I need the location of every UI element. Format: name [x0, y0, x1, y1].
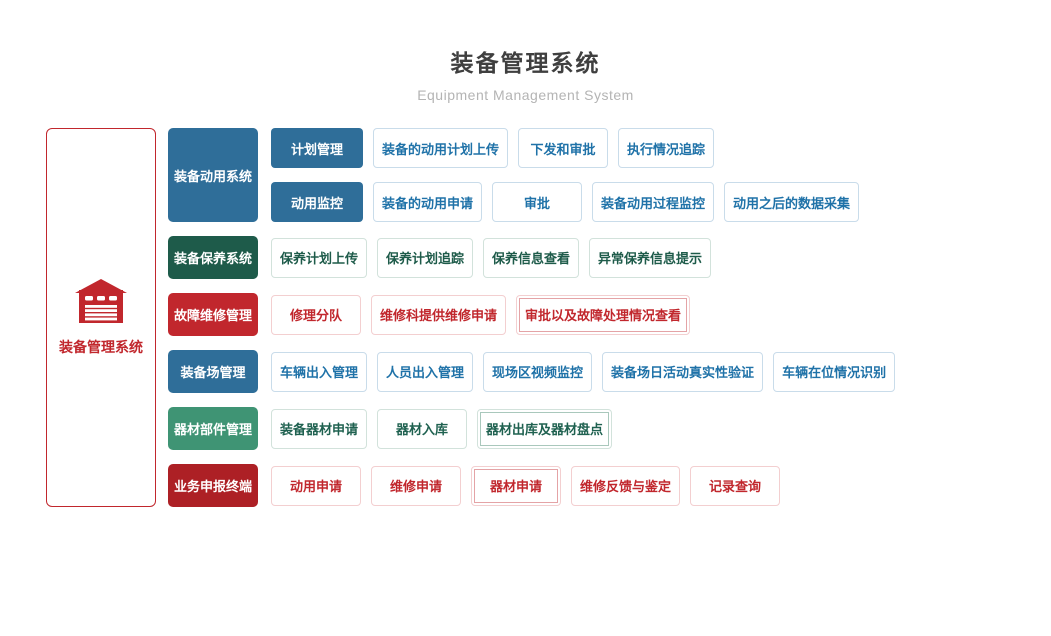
page-subtitle: Equipment Management System: [417, 87, 634, 103]
group-rows: 计划管理装备的动用计划上传下发和审批执行情况追踪动用监控装备的动用申请审批装备动…: [271, 128, 860, 222]
feature-box: 保养信息查看: [483, 237, 580, 278]
group-rows: 保养计划上传保养计划追踪保养信息查看异常保养信息提示: [271, 236, 712, 279]
feature-box: 修理分队: [271, 294, 361, 335]
feature-box: 装备器材申请: [271, 408, 368, 449]
group-business-declaration-terminal: 业务申报终端动用申请维修申请器材申请维修反馈与鉴定记录查询: [168, 464, 895, 507]
feature-row: 计划管理装备的动用计划上传下发和审批执行情况追踪: [271, 128, 859, 168]
category-box-mobilization-system: 装备动用系统: [168, 128, 258, 222]
feature-box: 装备的动用计划上传: [373, 128, 509, 168]
group-depot-management: 装备场管理车辆出入管理人员出入管理现场区视频监控装备场日活动真实性验证车辆在位情…: [168, 350, 896, 393]
category-box-materiel-parts-management: 器材部件管理: [168, 407, 258, 450]
feature-box: 执行情况追踪: [618, 128, 715, 168]
group-materiel-parts-management: 器材部件管理装备器材申请器材入库器材出库及器材盘点: [168, 407, 895, 450]
feature-box: 器材入库: [377, 408, 468, 449]
category-box-fault-repair-management: 故障维修管理: [168, 293, 258, 336]
group-fault-repair-management: 故障维修管理修理分队维修科提供维修申请审批以及故障处理情况查看: [168, 293, 895, 336]
feature-box: 装备的动用申请: [373, 182, 483, 222]
feature-box: 器材申请: [471, 465, 561, 506]
category-box-business-declaration-terminal: 业务申报终端: [168, 464, 258, 507]
group-rows: 装备器材申请器材入库器材出库及器材盘点: [271, 407, 613, 450]
garage-icon: [75, 278, 127, 323]
feature-box: 人员出入管理: [377, 351, 474, 392]
feature-box: 保养计划追踪: [377, 237, 474, 278]
feature-box: 维修科提供维修申请: [371, 294, 507, 335]
feature-row: 修理分队维修科提供维修申请审批以及故障处理情况查看: [271, 294, 691, 335]
page-title: 装备管理系统: [450, 50, 601, 76]
feature-box: 审批: [492, 182, 583, 222]
root-system-label: 装备管理系统: [59, 338, 143, 355]
group-rows: 动用申请维修申请器材申请维修反馈与鉴定记录查询: [271, 464, 781, 507]
feature-box: 车辆在位情况识别: [773, 351, 896, 392]
feature-box: 审批以及故障处理情况查看: [516, 294, 691, 335]
group-rows: 车辆出入管理人员出入管理现场区视频监控装备场日活动真实性验证车辆在位情况识别: [271, 350, 896, 393]
feature-box: 车辆出入管理: [271, 351, 368, 392]
feature-box: 保养计划上传: [271, 237, 368, 278]
group-rows: 修理分队维修科提供维修申请审批以及故障处理情况查看: [271, 293, 691, 336]
feature-box: 动用之后的数据采集: [724, 182, 860, 222]
groups-container: 装备动用系统计划管理装备的动用计划上传下发和审批执行情况追踪动用监控装备的动用申…: [168, 128, 896, 507]
feature-row: 保养计划上传保养计划追踪保养信息查看异常保养信息提示: [271, 237, 712, 278]
category-box-depot-management: 装备场管理: [168, 350, 258, 393]
feature-box: 现场区视频监控: [483, 351, 593, 392]
subcategory-box: 动用监控: [271, 182, 363, 222]
group-maintenance-system: 装备保养系统保养计划上传保养计划追踪保养信息查看异常保养信息提示: [168, 236, 895, 279]
group-mobilization-system: 装备动用系统计划管理装备的动用计划上传下发和审批执行情况追踪动用监控装备的动用申…: [168, 128, 895, 222]
feature-row: 车辆出入管理人员出入管理现场区视频监控装备场日活动真实性验证车辆在位情况识别: [271, 351, 896, 392]
feature-box: 维修反馈与鉴定: [571, 465, 681, 506]
category-box-maintenance-system: 装备保养系统: [168, 236, 258, 279]
feature-box: 器材出库及器材盘点: [477, 408, 613, 449]
root-system-box: 装备管理系统: [46, 128, 156, 507]
feature-box: 异常保养信息提示: [589, 237, 712, 278]
feature-box: 记录查询: [690, 465, 781, 506]
feature-box: 维修申请: [371, 465, 461, 506]
feature-row: 动用申请维修申请器材申请维修反馈与鉴定记录查询: [271, 465, 781, 506]
subcategory-box: 计划管理: [271, 128, 363, 168]
feature-box: 下发和审批: [518, 128, 609, 168]
system-diagram: 装备管理系统 装备动用系统计划管理装备的动用计划上传下发和审批执行情况追踪动用监…: [46, 128, 896, 507]
feature-box: 装备场日活动真实性验证: [602, 351, 764, 392]
feature-row: 动用监控装备的动用申请审批装备动用过程监控动用之后的数据采集: [271, 182, 860, 222]
feature-box: 动用申请: [271, 465, 361, 506]
page-header: 装备管理系统 Equipment Management System: [0, 0, 1051, 103]
feature-row: 装备器材申请器材入库器材出库及器材盘点: [271, 408, 613, 449]
feature-box: 装备动用过程监控: [592, 182, 715, 222]
